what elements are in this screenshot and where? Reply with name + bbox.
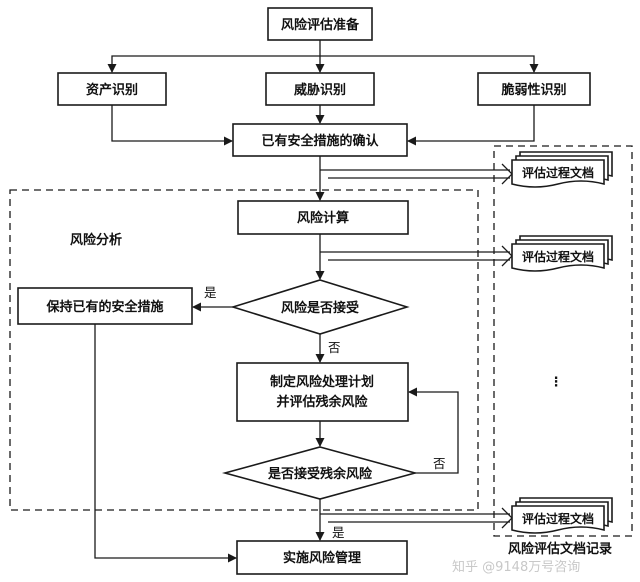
record-region-label: 风险评估文档记录 — [508, 541, 612, 557]
calc-box — [237, 200, 409, 235]
vuln-label: 脆弱性识别 — [500, 82, 566, 98]
prepare-to-vuln — [320, 55, 539, 73]
watermark: 知乎 @9148万号咨询 — [452, 559, 580, 575]
doc3-arrowhead — [501, 507, 513, 529]
asset-to-confirm — [111, 105, 233, 146]
no-label-2: 否 — [433, 456, 446, 471]
confirm-label: 已有安全措施的确认 — [261, 133, 379, 149]
prepare-label: 风险评估准备 — [281, 17, 360, 33]
no-label-1: 否 — [328, 340, 341, 355]
residual-label: 是否接受残余风险 — [267, 466, 373, 482]
yes-label-2: 是 — [332, 525, 345, 540]
vuln-to-confirm — [407, 105, 535, 146]
implement-label: 实施风险管理 — [283, 550, 361, 566]
doc1-arrowhead — [501, 163, 513, 185]
threat-label: 威胁识别 — [294, 82, 346, 98]
residual-no-loop — [408, 387, 459, 474]
document-label-1: 评估过程文档 — [522, 165, 594, 180]
doc2-arrowhead — [501, 245, 513, 267]
implement-box — [236, 540, 408, 575]
plan-label-line2: 并评估残余风险 — [276, 394, 368, 410]
threat-box — [265, 72, 375, 106]
keep-label: 保持已有的安全措施 — [45, 299, 163, 315]
prepare-box — [267, 7, 373, 41]
keep-to-implement — [94, 324, 237, 563]
keep-box — [17, 287, 193, 325]
analysis-region-border — [9, 189, 479, 511]
plan-box — [236, 362, 409, 422]
residual-to-doc3-arrow — [320, 513, 510, 523]
document-stack-1: 评估过程文档 — [511, 151, 613, 188]
asset-label: 资产识别 — [86, 82, 138, 98]
accept-label: 风险是否接受 — [281, 300, 359, 316]
document-stack-2: 评估过程文档 — [511, 235, 613, 272]
analysis-region-label: 风险分析 — [70, 232, 122, 248]
document-ellipsis: ⋮ — [550, 375, 563, 390]
calc-label: 风险计算 — [297, 210, 349, 226]
yes-label-1: 是 — [204, 285, 217, 300]
calc-to-doc2-arrow — [320, 251, 510, 261]
confirm-to-doc1-arrow — [320, 169, 510, 179]
document-stack-3: 评估过程文档 — [511, 497, 613, 534]
prepare-to-asset — [107, 55, 320, 73]
document-label-3: 评估过程文档 — [522, 511, 594, 526]
record-region-border — [493, 145, 633, 537]
vuln-box — [477, 72, 591, 106]
plan-label-line1: 制定风险处理计划 — [270, 374, 374, 390]
document-label-2: 评估过程文档 — [522, 249, 594, 264]
